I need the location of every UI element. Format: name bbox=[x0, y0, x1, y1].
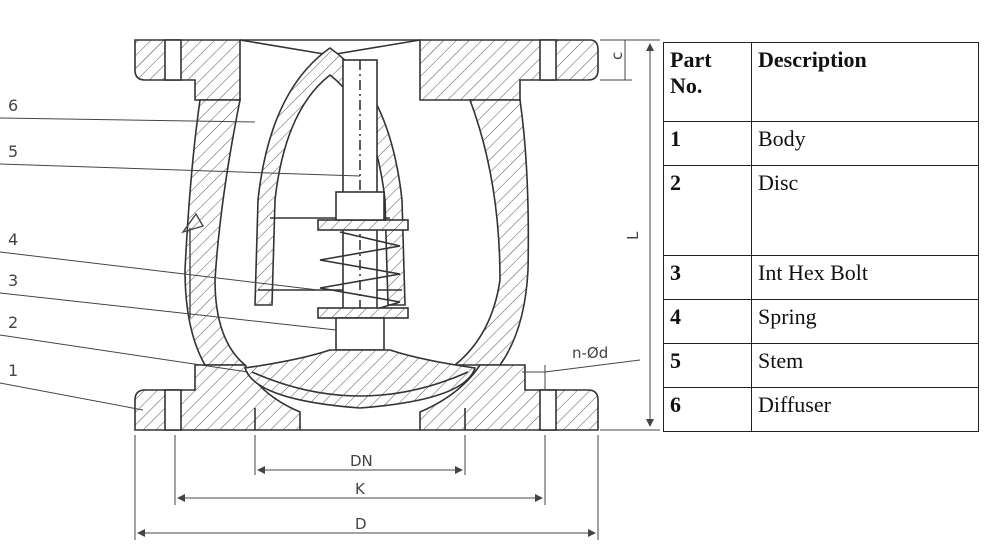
part-no-cell: 2 bbox=[663, 165, 752, 256]
part-no-cell: 5 bbox=[663, 343, 752, 388]
disc bbox=[243, 349, 477, 409]
table-row: 6 Diffuser bbox=[663, 387, 979, 432]
body-left-wall bbox=[184, 99, 248, 366]
callout-5: 5 bbox=[8, 142, 18, 161]
part-description-cell: Int Hex Bolt bbox=[751, 255, 979, 300]
callout-1: 1 bbox=[8, 361, 18, 380]
valve-cross-section-drawing: 6 5 4 3 2 1 DN K D L c n-Ød bbox=[0, 39, 660, 540]
part-description-cell: Spring bbox=[751, 299, 979, 344]
callout-4: 4 bbox=[8, 230, 18, 249]
callout-3: 3 bbox=[8, 271, 18, 290]
dim-holes-label: n-Ød bbox=[572, 344, 608, 362]
part-no-cell: 4 bbox=[663, 299, 752, 344]
parts-table: Part No. Description 1 Body 2 Disc 3 Int… bbox=[663, 42, 979, 432]
part-description-cell: Body bbox=[751, 121, 979, 166]
part-no-cell: 1 bbox=[663, 121, 752, 166]
part-no-cell: 6 bbox=[663, 387, 752, 432]
part-no-cell: 3 bbox=[663, 255, 752, 300]
dim-k-label: K bbox=[355, 480, 366, 498]
table-row: 3 Int Hex Bolt bbox=[663, 255, 979, 300]
dim-c-label: c bbox=[608, 52, 626, 60]
table-row: 1 Body bbox=[663, 121, 979, 166]
part-description-cell: Stem bbox=[751, 343, 979, 388]
top-flange-right bbox=[419, 39, 599, 101]
part-description-cell: Disc bbox=[751, 165, 979, 256]
callout-2: 2 bbox=[8, 313, 18, 332]
header-part-no: Part No. bbox=[663, 42, 752, 122]
top-flange bbox=[134, 39, 241, 101]
spring bbox=[319, 231, 401, 309]
dim-d-label: D bbox=[355, 515, 367, 533]
part-description-cell: Diffuser bbox=[751, 387, 979, 432]
callout-6: 6 bbox=[8, 96, 18, 115]
table-row: 4 Spring bbox=[663, 299, 979, 344]
dim-l-label: L bbox=[624, 231, 642, 240]
table-row: 2 Disc bbox=[663, 165, 979, 256]
dim-dn-label: DN bbox=[350, 452, 373, 470]
body-right-wall bbox=[452, 99, 530, 366]
diffuser-bell bbox=[254, 47, 406, 306]
header-description: Description bbox=[751, 42, 979, 122]
table-row: 5 Stem bbox=[663, 343, 979, 388]
